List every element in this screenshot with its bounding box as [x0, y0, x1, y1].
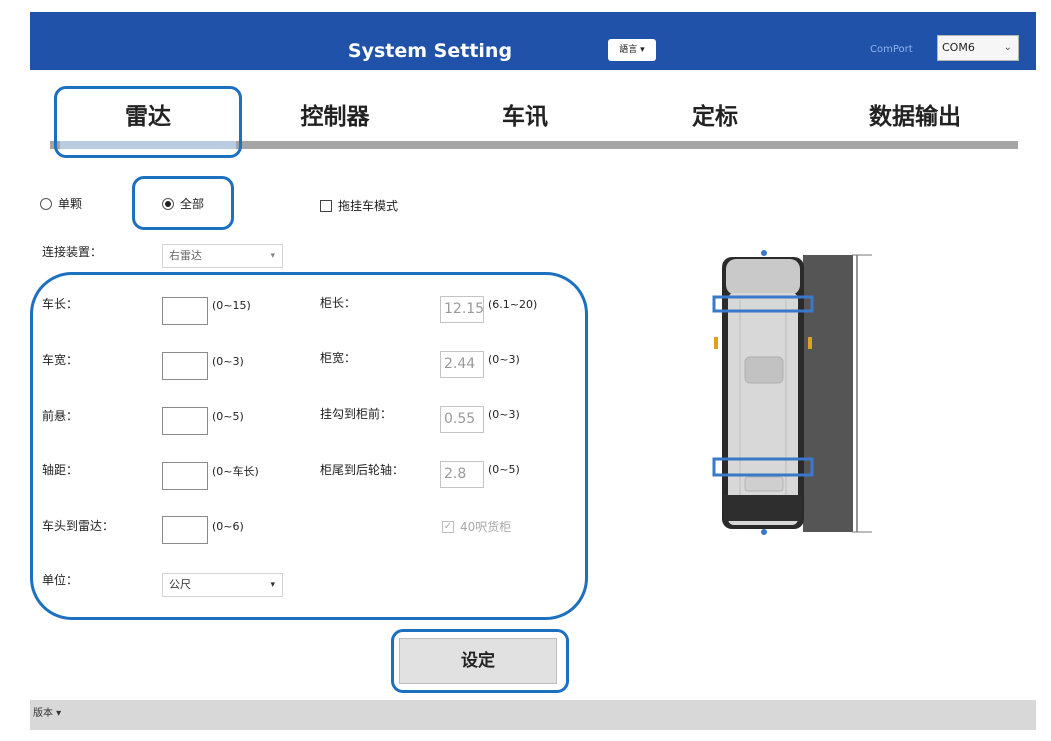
tab-calibration[interactable]: 定标: [692, 104, 738, 130]
container-length-hint: (6.1~20): [488, 298, 538, 311]
head-to-radar-hint: (0~6): [212, 520, 244, 533]
container-width-hint: (0~3): [488, 353, 520, 366]
radar-point-front: [761, 250, 767, 256]
container-40ft-checkbox[interactable]: ✓: [442, 521, 454, 533]
set-button[interactable]: 设定: [399, 638, 557, 684]
wheelbase-label: 轴距：: [42, 463, 79, 477]
single-radar-label: 单颗: [58, 197, 83, 211]
trailer-mode-checkbox[interactable]: [320, 200, 332, 212]
container-width-input[interactable]: 2.44: [440, 351, 484, 378]
unit-label: 单位：: [42, 573, 79, 587]
comport-select[interactable]: COM6 ⌄: [937, 35, 1019, 61]
comport-value: COM6: [942, 41, 975, 54]
unit-value: 公尺: [169, 578, 191, 591]
connect-device-value: 右雷达: [169, 249, 202, 262]
all-radar-label: 全部: [180, 197, 205, 211]
vehicle-width-label: 车宽：: [42, 353, 79, 367]
wheelbase-hint: (0~车长): [212, 465, 259, 478]
truck-diagram: [712, 250, 872, 535]
front-overhang-label: 前悬：: [42, 409, 79, 423]
hitch-to-front-hint: (0~3): [488, 408, 520, 421]
tail-to-axle-input[interactable]: 2.8: [440, 461, 484, 488]
rear-axle-marker: [712, 457, 814, 477]
all-radio-highlight-annotation: [132, 176, 234, 230]
unit-select[interactable]: 公尺 ▾: [162, 573, 283, 597]
hitch-to-front-label: 挂勾到柜前：: [320, 407, 393, 421]
tab-controller[interactable]: 控制器: [300, 104, 370, 130]
set-button-highlight-annotation: [391, 629, 569, 693]
hitch-to-front-input[interactable]: 0.55: [440, 406, 484, 433]
vehicle-width-hint: (0~3): [212, 355, 244, 368]
tab-indicator-track: [50, 141, 1018, 149]
chevron-down-icon: ⌄: [1003, 42, 1012, 53]
all-radar-radio[interactable]: [162, 198, 174, 210]
language-button[interactable]: 語言 ▾: [608, 39, 656, 61]
tab-radar[interactable]: 雷达: [125, 104, 171, 130]
front-overhang-hint: (0~5): [212, 410, 244, 423]
tab-vehicle-info[interactable]: 车讯: [502, 104, 548, 130]
connect-device-select[interactable]: 右雷达 ▾: [162, 244, 283, 268]
single-radar-radio[interactable]: [40, 198, 52, 210]
container-length-input[interactable]: 12.15: [440, 296, 484, 323]
vehicle-length-label: 车长：: [42, 297, 79, 311]
head-to-radar-label: 车头到雷达：: [42, 519, 115, 533]
container-width-label: 柜宽：: [320, 351, 357, 365]
vehicle-length-input[interactable]: [162, 297, 208, 325]
tail-to-axle-label: 柜尾到后轮轴：: [320, 463, 405, 477]
wheelbase-input[interactable]: [162, 462, 208, 490]
status-bar: [30, 700, 1036, 730]
comport-label: ComPort: [870, 44, 913, 55]
form-highlight-annotation: [30, 272, 588, 620]
connect-device-label: 连接装置：: [42, 245, 103, 259]
vehicle-length-hint: (0~15): [212, 299, 251, 312]
container-40ft-label: 40呎货柜: [460, 520, 512, 534]
tail-to-axle-hint: (0~5): [488, 463, 520, 476]
chevron-down-icon: ▾: [270, 251, 275, 261]
title-bar: [30, 12, 1036, 70]
front-overhang-input[interactable]: [162, 407, 208, 435]
radar-point-rear: [761, 529, 767, 535]
front-axle-marker: [712, 295, 814, 313]
vehicle-width-input[interactable]: [162, 352, 208, 380]
tab-data-output[interactable]: 数据输出: [869, 104, 961, 130]
chevron-down-icon: ▾: [270, 580, 275, 590]
version-menu[interactable]: 版本 ▾: [33, 708, 62, 719]
side-marker-right: [808, 337, 812, 349]
trailer-mode-label: 拖挂车模式: [338, 199, 399, 213]
side-marker-left: [714, 337, 718, 349]
container-length-label: 柜长：: [320, 296, 357, 310]
tab-highlight-annotation: [54, 86, 242, 158]
head-to-radar-input[interactable]: [162, 516, 208, 544]
tab-indicator-active: [60, 141, 236, 149]
page-title: System Setting: [347, 40, 513, 62]
